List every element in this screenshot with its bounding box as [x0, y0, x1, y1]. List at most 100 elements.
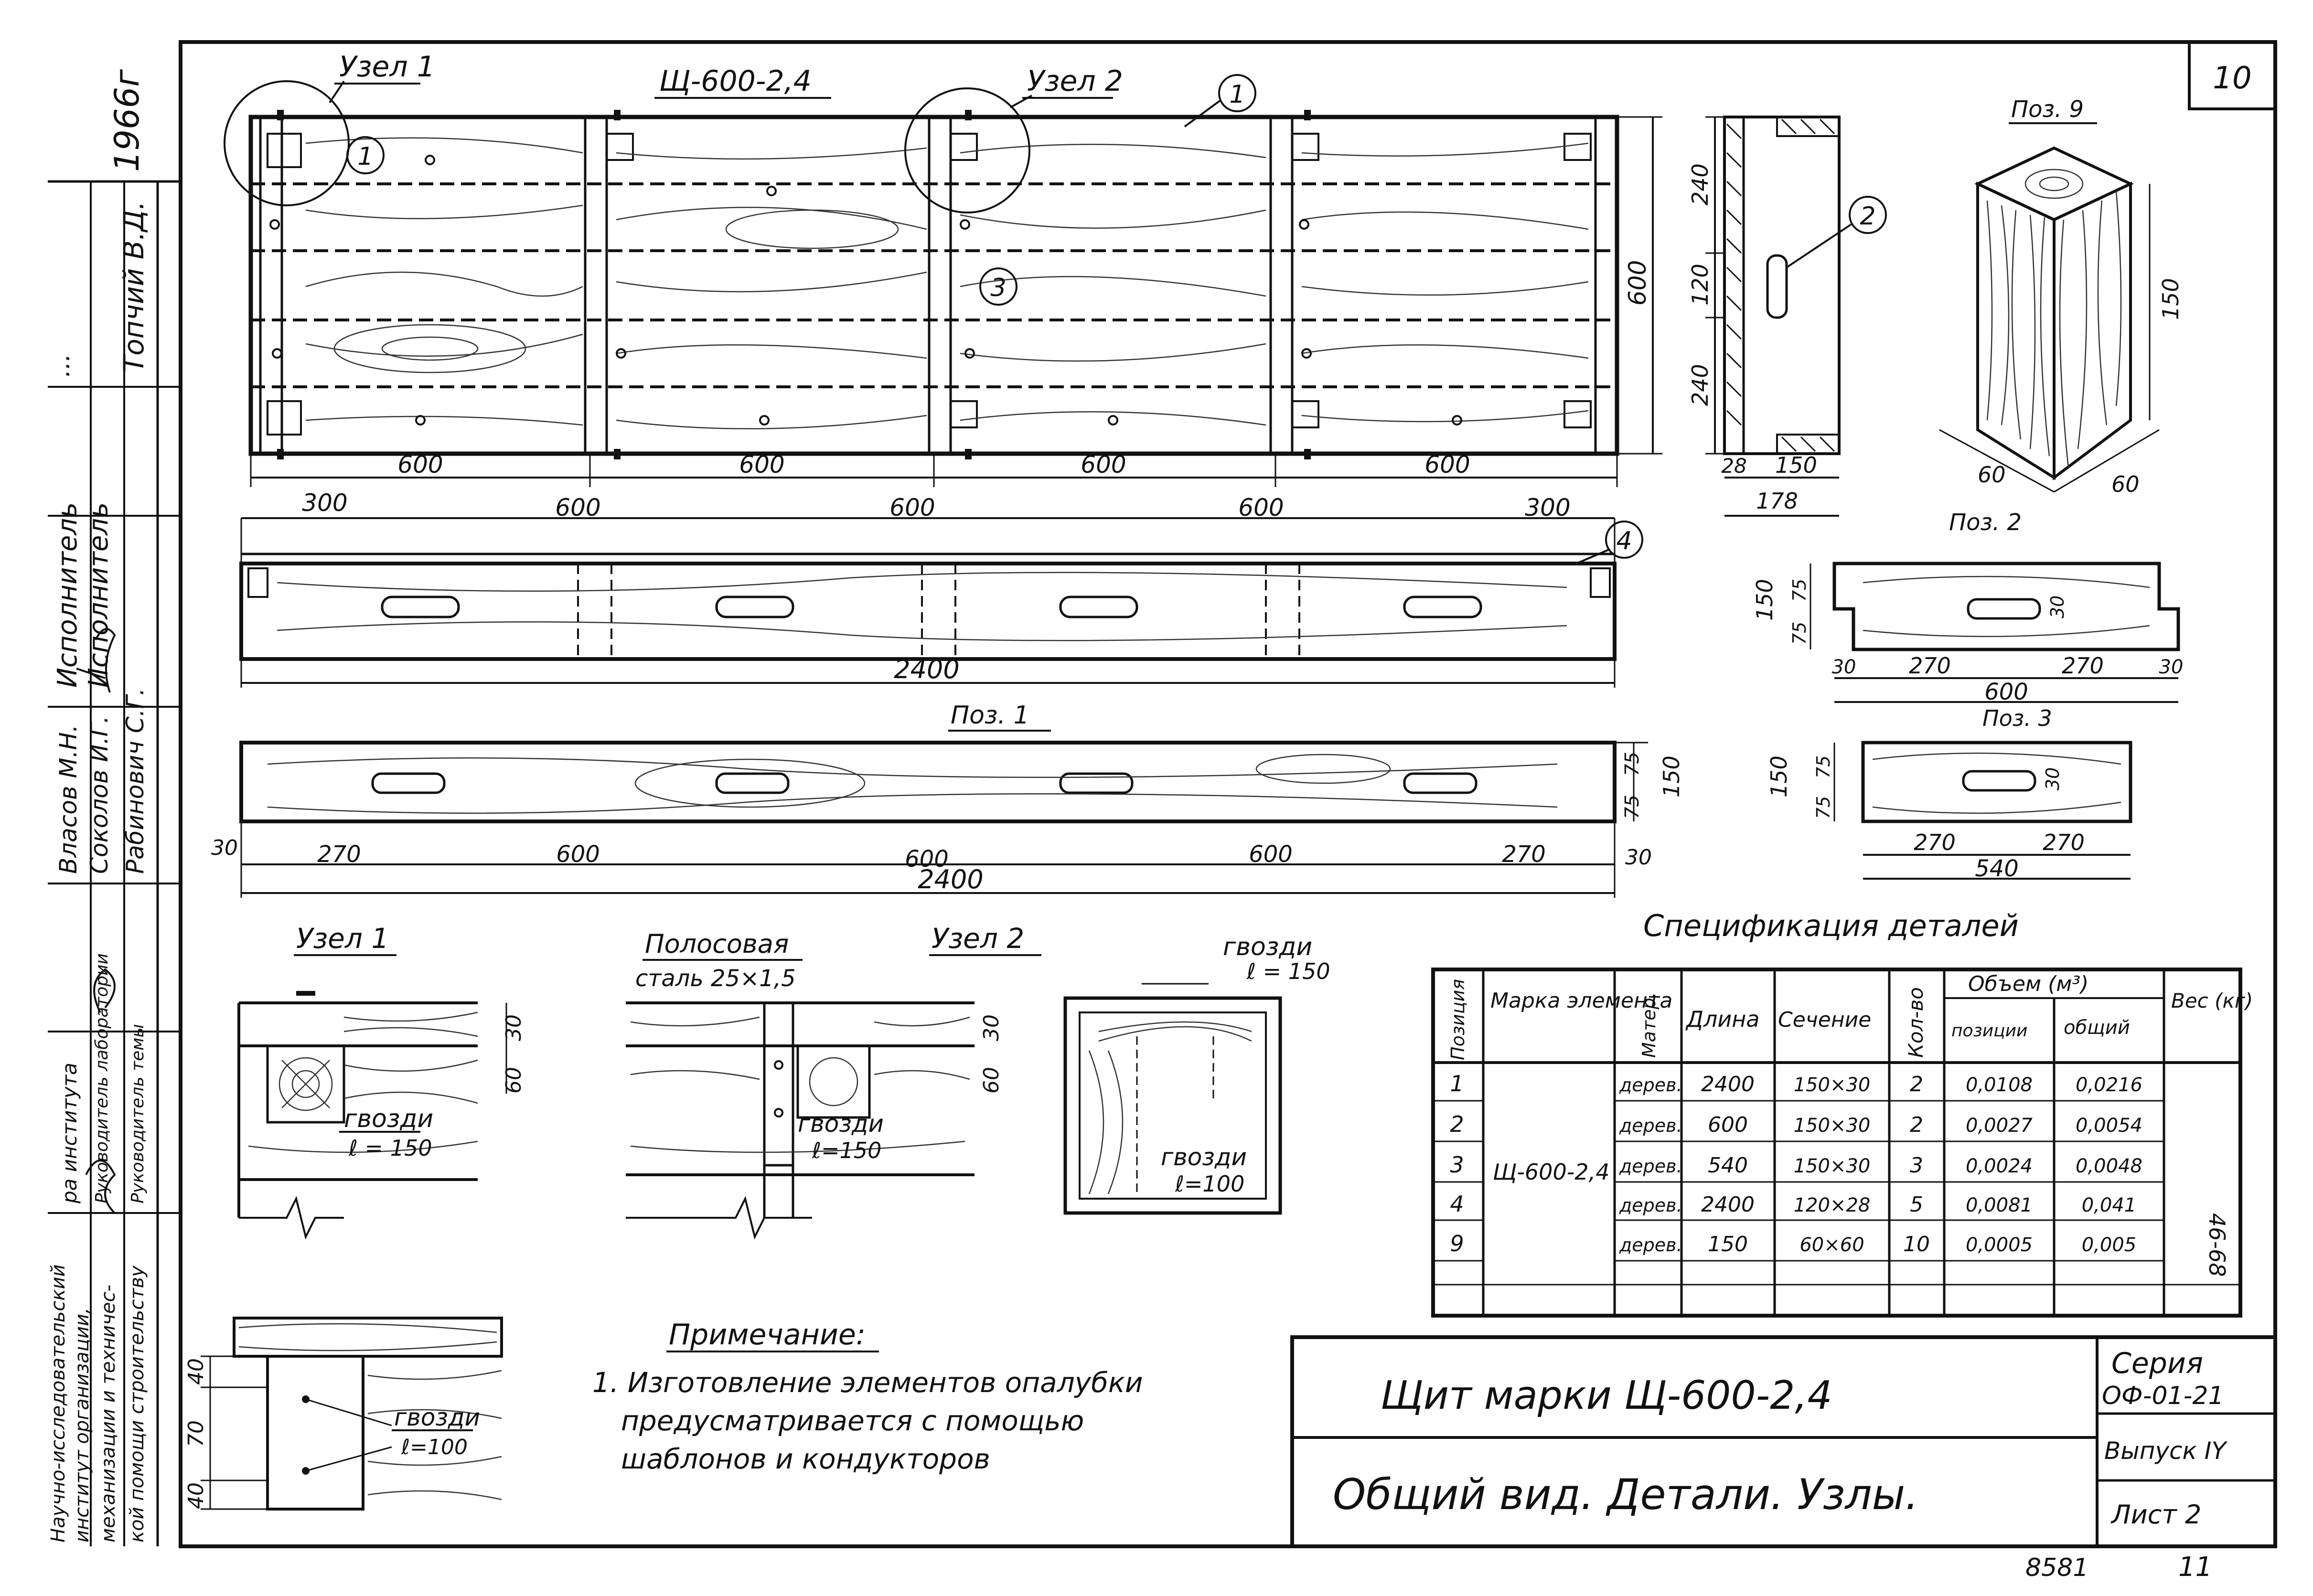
- spec-h-weight: Вес (кг): [2171, 989, 2253, 1012]
- spec-h-len: Длина: [1685, 1006, 1760, 1032]
- callout-1a: 1: [357, 142, 373, 171]
- pos1-side-2: 75: [1621, 795, 1643, 819]
- main-node1-label: Узел 1: [339, 50, 435, 84]
- callout-3: 3: [990, 274, 1006, 302]
- spec-mark-value: Щ-600-2,4: [1493, 1159, 1609, 1185]
- lower-node-detail: 40 70 40 гвозди ℓ=100: [184, 1317, 503, 1511]
- stamp-name-2: Соколов И.Г.: [86, 716, 113, 874]
- spec-cell-mat: дерев.: [1619, 1234, 1682, 1256]
- node2-dim-2: 60: [979, 1067, 1004, 1094]
- page-number: 10: [2213, 61, 2251, 96]
- pos1-total: 2400: [918, 864, 983, 894]
- spec-cell-vp: 0,0024: [1966, 1155, 2033, 1177]
- node2-nail-len-r: ℓ = 150: [1246, 958, 1330, 984]
- spec-cell-len: 2400: [1701, 1192, 1755, 1217]
- rib-5: [1594, 116, 1618, 455]
- node2-dim-1: 30: [979, 1014, 1004, 1041]
- spec-cell-vp: 0,0108: [1966, 1074, 2033, 1096]
- spec-cell-vt: 0,0054: [2076, 1115, 2142, 1137]
- spec-row: 4 дерев. 2400 120×28 5 0,0081 0,041: [1450, 1191, 2136, 1217]
- stamp-role-3: Руководитель темы: [128, 1024, 148, 1203]
- series-value: ОФ-01-21: [2102, 1382, 2224, 1410]
- node2-title: Узел 2: [932, 922, 1024, 955]
- stamp-name-1: Власов М.Н.: [54, 724, 82, 874]
- spec-cell-pos: 3: [1450, 1152, 1464, 1178]
- spec-cell-sec: 60×60: [1799, 1234, 1864, 1256]
- spec-row: 1 дерев. 2400 150×30 2 0,0108 0,0216: [1450, 1071, 2142, 1096]
- spec-h-volpos: позиции: [1951, 1021, 2027, 1041]
- pos3-dim-1: 270: [1914, 830, 1956, 855]
- stamp-name-3: Рабинович С.Г.: [121, 688, 149, 874]
- spec-h-mat: Матер.: [1638, 992, 1660, 1058]
- plank4-view: 300 600 600 600 300 4 2400: [239, 489, 1643, 688]
- lower-dim-3: 40: [184, 1482, 208, 1509]
- pos1-dim-3: 600: [556, 841, 600, 868]
- pos2-side-1: 150: [1752, 579, 1778, 621]
- sheet-label: Лист 2: [2110, 1500, 2201, 1530]
- plank4-outline: [239, 562, 1617, 661]
- spec-row: 2 дерев. 600 150×30 2 0,0027 0,0054: [1450, 1111, 2142, 1137]
- lower-nail-len: ℓ=100: [401, 1435, 468, 1459]
- series-label: Серия: [2111, 1347, 2203, 1380]
- spec-cell-sec: 150×30: [1794, 1155, 1871, 1177]
- spec-weight-value: 46-68: [2204, 1213, 2230, 1277]
- pos1-dim-6: 270: [1502, 841, 1546, 868]
- spec-h-vol: Объем (м³): [1968, 972, 2088, 996]
- node2-nail-label-r: гвозди: [1223, 933, 1312, 961]
- spec-cell-qty: 2: [1910, 1113, 1923, 1137]
- pos1-dim-5: 600: [1249, 841, 1293, 868]
- spec-cell-mat: дерев.: [1619, 1195, 1682, 1216]
- spec-cell-pos: 1: [1450, 1071, 1464, 1096]
- stamp-institute-4: кой помощи строительству: [126, 1265, 148, 1543]
- plank4-dim-4: 600: [1238, 494, 1284, 521]
- signature-2: [85, 1160, 116, 1214]
- title-line-1: Щит марки Щ-600-2,4: [1381, 1373, 1832, 1418]
- pos3-side-1: 150: [1766, 755, 1792, 798]
- side-stamp: 1966г ... Топчий В.Д. Исполнитель Исполн…: [47, 69, 181, 1546]
- pos9-view: Поз. 9 150 60 60: [1939, 96, 2184, 497]
- main-height-dim: 600: [1624, 260, 1651, 306]
- note-title: Примечание:: [669, 1318, 866, 1351]
- title-block: Щит марки Щ-600-2,4 Общий вид. Детали. У…: [1290, 1335, 2277, 1548]
- spec-h-mark: Марка элемента: [1490, 989, 1672, 1013]
- pos3-title: Поз. 3: [1982, 705, 2052, 731]
- sheet-frame: [179, 40, 2277, 1548]
- pos1-dim-4: 600: [905, 846, 949, 872]
- signature-3: [93, 968, 116, 1013]
- plank4-dim-5: 300: [1525, 494, 1570, 521]
- signature-1: [76, 628, 116, 693]
- pos3-side-2: 75: [1813, 755, 1834, 778]
- spec-cell-vp: 0,0081: [1966, 1194, 2033, 1216]
- pos2-dim-2: 270: [1909, 653, 1951, 679]
- spec-cell-mat: дерев.: [1619, 1075, 1682, 1096]
- side-callout: 2: [1860, 202, 1875, 231]
- node2-strip-label: Полосовая: [645, 929, 789, 959]
- lower-dim-1: 40: [184, 1358, 208, 1385]
- main-panel-view: Узел 1 Щ-600-2,4 Узел 2: [224, 50, 1662, 487]
- spec-cell-pos: 9: [1450, 1231, 1464, 1256]
- node2-nail-label: гвозди: [798, 1110, 884, 1138]
- side-dim-v1: 240: [1687, 163, 1713, 205]
- note-line-1: 1. Изготовление элементов опалубки: [592, 1366, 1143, 1399]
- spec-cell-vp: 0,0005: [1966, 1234, 2033, 1256]
- plank4-callout: 4: [1616, 527, 1632, 555]
- stamp-institute-2: институт организации,: [71, 1308, 93, 1543]
- node1-title: Узел 1: [296, 922, 389, 955]
- node1-nail-len: ℓ = 150: [348, 1135, 432, 1161]
- main-dim-1: 600: [397, 451, 443, 479]
- rib-2: [584, 116, 608, 455]
- spec-cell-qty: 2: [1910, 1072, 1923, 1096]
- spec-cell-vt: 0,0216: [2076, 1074, 2142, 1096]
- pos9-dim-a: 60: [1978, 462, 2006, 488]
- title-line-2: Общий вид. Детали. Узлы.: [1333, 1470, 1918, 1519]
- stamp-institute-3: механизации и техничес-: [97, 1285, 119, 1543]
- pos3-side-3: 75: [1813, 796, 1834, 819]
- plank4-dim-3: 600: [889, 494, 935, 521]
- pos1-dim-1: 30: [211, 836, 238, 860]
- main-dim-2: 600: [739, 451, 784, 479]
- main-dim-4: 600: [1424, 451, 1470, 479]
- pos2-view: Поз. 2 150 75 75 30 30 270 270 30 600: [1752, 509, 2183, 705]
- node1-nail-label: гвозди: [344, 1105, 433, 1133]
- pos2-side-3: 75: [1789, 622, 1810, 645]
- issue-label: Выпуск IY: [2104, 1437, 2227, 1465]
